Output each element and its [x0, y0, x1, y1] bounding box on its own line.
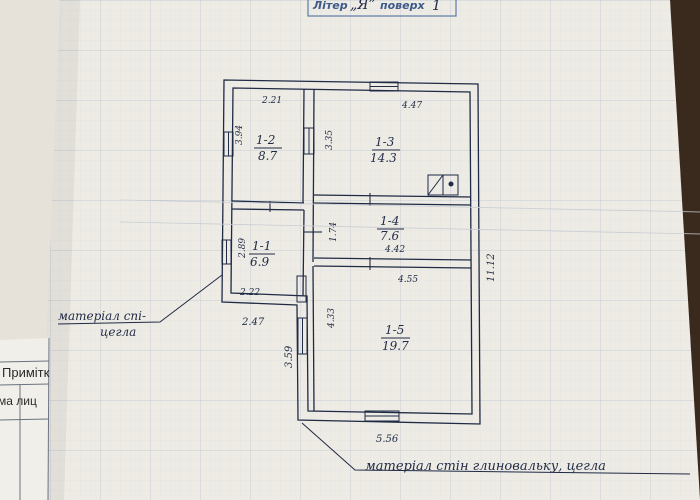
room-1-3-area: 14.3 [370, 151, 397, 165]
entry-width-dim: 2.47 [241, 317, 265, 328]
table-header: Примітк [2, 365, 50, 380]
annotations: матеріал спі- цегла матеріал стін глинов… [58, 309, 606, 474]
leader-lines [57, 274, 691, 475]
floor-label: поверх [380, 0, 425, 12]
room-1-2-side-dim: 3.94 [235, 125, 245, 145]
bottom-width-dim: 5.56 [376, 434, 399, 445]
room-1-1-area: 6.9 [250, 255, 269, 269]
room-1-5-side-dim: 4.33 [327, 308, 337, 329]
room-1-3-top-dim: 4.47 [401, 101, 422, 111]
room-1-5-top-dim: 4.55 [397, 275, 418, 285]
room-1-1-bottom-dim: 2.22 [239, 288, 260, 298]
room-1-1-side-dim: 2.89 [238, 238, 248, 259]
material-left-line2: цегла [100, 325, 136, 339]
room-1-1-id: 1-1 [252, 239, 271, 253]
room-1-5-id: 1-5 [385, 323, 404, 337]
floor-value: 1 [432, 0, 441, 14]
material-left-line1: матеріал спі- [58, 309, 146, 323]
room-1-4-area: 7.6 [380, 229, 399, 243]
paper-sheet [40, 0, 700, 500]
windows [221, 81, 400, 422]
stove-symbol [427, 174, 459, 196]
room-1-2-id: 1-2 [256, 133, 275, 147]
room-1-3-id: 1-3 [375, 135, 395, 149]
room-1-3-side-dim: 3.35 [325, 130, 335, 150]
room-1-4-side-dim: 1.74 [329, 222, 339, 242]
room-1-2-area: 8.7 [258, 149, 277, 163]
left-table: Примітк ма лиц [0, 337, 50, 500]
room-1-4-id: 1-4 [380, 214, 399, 228]
room-labels: 1-2 8.7 2.21 3.94 1-3 14.3 4.47 3.35 1-1… [235, 96, 422, 353]
total-height-dim: 11.12 [486, 253, 497, 282]
header-stamp: Літер „Я” поверх 1 [307, 0, 457, 17]
exterior-dimensions: 11.12 5.56 3.59 2.47 [241, 253, 497, 445]
room-1-5-area: 19.7 [382, 339, 409, 353]
room-1-2-top-dim: 2.21 [261, 96, 282, 106]
left-lower-dim: 3.59 [284, 345, 295, 368]
liter-value: „Я” [350, 0, 376, 13]
material-bottom: матеріал стін глиновальку, цегла [365, 459, 606, 474]
room-1-4-width-dim: 4.42 [384, 245, 405, 255]
liter-label: Літер [312, 0, 348, 12]
faint-form-lines [119, 199, 700, 235]
table-row-1: ма лиц [0, 394, 37, 408]
